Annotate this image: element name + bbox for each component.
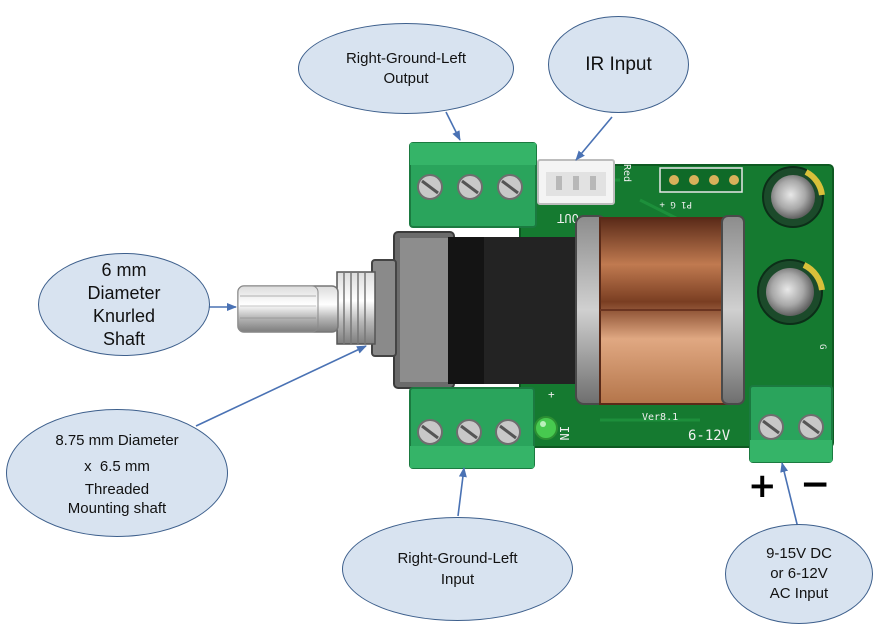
input-screw-right [417, 419, 443, 445]
ground-silkscreen: G [817, 344, 827, 349]
output-screw-left [497, 174, 523, 200]
callout-output-terminal: Right-Ground-Left Output [298, 23, 514, 114]
callout-power-line-3: AC Input [769, 585, 829, 602]
callout-threaded-line-4: Mounting shaft [67, 500, 167, 517]
callout-ir-input: IR Input [548, 16, 689, 113]
callout-threaded-line-2: x 6.5 mm [84, 458, 150, 475]
callout-ir-line-1: IR Input [585, 53, 652, 75]
negative-sign: − [800, 464, 831, 505]
arrow-power [780, 462, 799, 529]
callout-knurled-line-1: 6 mm [101, 259, 147, 280]
power-terminal-block [749, 385, 833, 463]
arrow-input [457, 467, 467, 517]
version-silkscreen: Ver8.1 [642, 412, 678, 423]
callout-power-input: 9-15V DC or 6-12V AC Input [725, 524, 873, 624]
threaded-bushing [336, 259, 397, 357]
ir-red-label: Red [621, 164, 632, 182]
callout-output-line-2: Output [383, 69, 429, 87]
arrow-threaded [195, 345, 367, 427]
callout-knurled-line-4: Shaft [102, 328, 146, 349]
callout-threaded-line-1: 8.75 mm Diameter [55, 432, 179, 449]
input-screw-left [495, 419, 521, 445]
callout-input-line-1: Right-Ground-Left [397, 550, 518, 567]
potentiometer-body [393, 231, 582, 389]
arrow-output [445, 111, 461, 141]
plus-silkscreen: + [548, 388, 555, 401]
callout-knurled-shaft: 6 mm Diameter Knurled Shaft [38, 253, 210, 356]
output-terminal-block [409, 142, 537, 228]
ir-connector [537, 159, 615, 205]
callout-knurled-line-3: Knurled [92, 305, 156, 326]
input-terminal-block [409, 387, 535, 469]
power-led [534, 416, 558, 440]
callout-arrows [195, 111, 799, 529]
callout-threaded-line-3: Threaded [84, 481, 150, 498]
power-screw-positive [758, 414, 784, 440]
callout-input-line-2: Input [440, 571, 475, 588]
input-screw-ground [456, 419, 482, 445]
motor-coil [575, 215, 745, 405]
power-screw-negative [798, 414, 824, 440]
in-silkscreen: IN [557, 426, 571, 440]
capacitor-bottom [757, 259, 825, 325]
callout-output-line-1: Right-Ground-Left [345, 49, 467, 67]
out-silkscreen: OUT [557, 211, 579, 225]
knurled-shaft [237, 285, 339, 333]
callout-knurled-line-2: Diameter [87, 282, 161, 303]
callout-threaded-shaft: 8.75 mm Diameter x 6.5 mm Threaded Mount… [6, 409, 228, 537]
voltage-silkscreen: 6-12V [688, 428, 731, 444]
capacitor-top [762, 166, 825, 228]
arrow-ir [575, 116, 613, 161]
output-screw-right [417, 174, 443, 200]
callout-input-terminal: Right-Ground-Left Input [342, 517, 573, 621]
callout-power-line-2: or 6-12V [770, 565, 828, 582]
callout-power-line-1: 9-15V DC [766, 545, 832, 562]
ir-header-label: P1 G + [659, 199, 692, 209]
positive-sign: + [748, 466, 777, 506]
ir-header [659, 167, 743, 193]
output-screw-ground [457, 174, 483, 200]
